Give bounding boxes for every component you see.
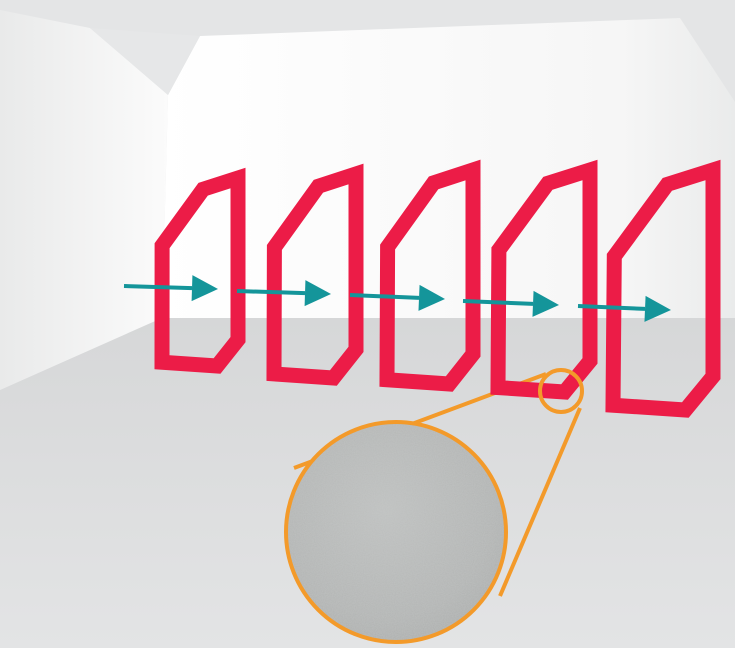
back-wall <box>162 18 735 318</box>
